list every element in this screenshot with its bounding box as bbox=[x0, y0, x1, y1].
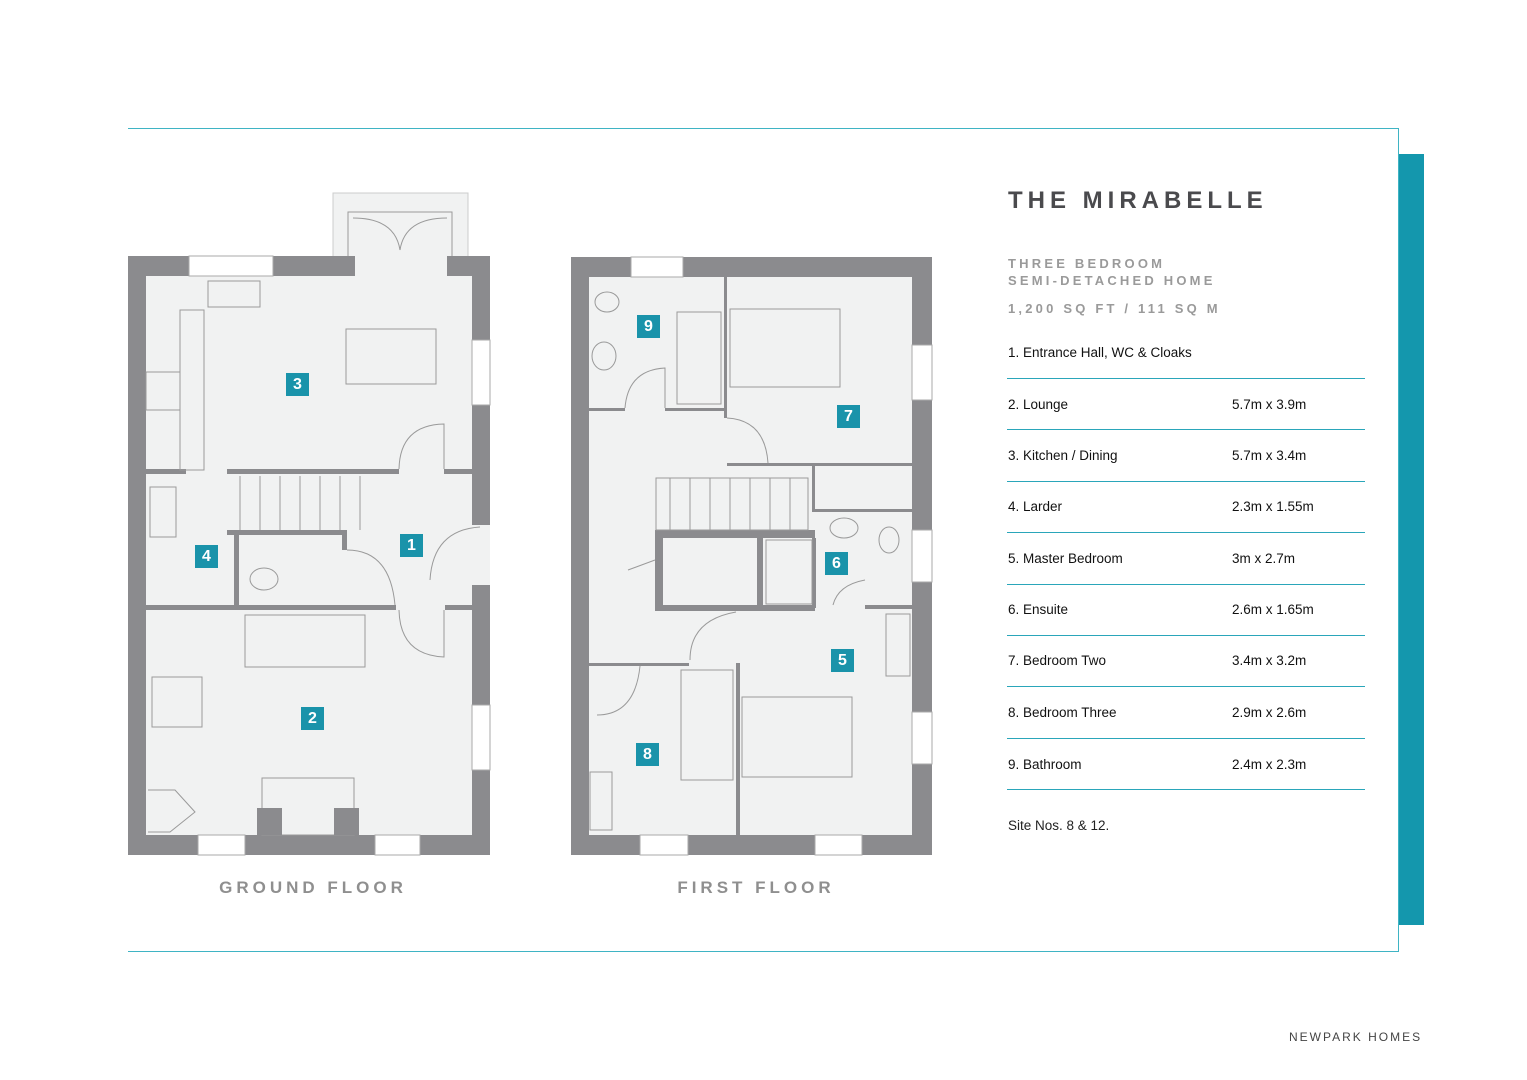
room-tag-6: 6 bbox=[825, 552, 848, 575]
room-row: 4. Larder 2.3m x 1.55m bbox=[1008, 499, 1365, 514]
brand-name: NEWPARK HOMES bbox=[1289, 1030, 1423, 1044]
frame-bottom-line bbox=[128, 951, 1399, 952]
room-row: 5. Master Bedroom 3m x 2.7m bbox=[1008, 551, 1365, 566]
room-label: 5. Master Bedroom bbox=[1008, 551, 1123, 566]
room-label: 4. Larder bbox=[1008, 499, 1063, 514]
divider bbox=[1007, 378, 1365, 379]
divider bbox=[1007, 789, 1365, 790]
room-row: 2. Lounge 5.7m x 3.9m bbox=[1008, 397, 1365, 412]
ground-floor-plan bbox=[128, 192, 491, 856]
room-row: 9. Bathroom 2.4m x 2.3m bbox=[1008, 757, 1365, 772]
room-tag-3: 3 bbox=[286, 373, 309, 396]
accent-bar bbox=[1399, 154, 1424, 925]
room-label: 7. Bedroom Two bbox=[1008, 653, 1107, 668]
room-tag-2: 2 bbox=[301, 707, 324, 730]
room-tag-5: 5 bbox=[831, 649, 854, 672]
divider bbox=[1007, 686, 1365, 687]
room-row: 6. Ensuite 2.6m x 1.65m bbox=[1008, 602, 1365, 617]
room-tag-8: 8 bbox=[636, 743, 659, 766]
first-floor-plan bbox=[571, 256, 933, 856]
divider bbox=[1007, 532, 1365, 533]
room-size: 2.9m x 2.6m bbox=[1232, 705, 1307, 720]
room-size: 2.3m x 1.55m bbox=[1232, 499, 1314, 514]
room-row: 1. Entrance Hall, WC & Cloaks bbox=[1008, 345, 1365, 360]
room-size: 5.7m x 3.9m bbox=[1232, 397, 1307, 412]
room-label: 9. Bathroom bbox=[1008, 757, 1082, 772]
room-row: 8. Bedroom Three 2.9m x 2.6m bbox=[1008, 705, 1365, 720]
subtitle-line1: THREE BEDROOM bbox=[1008, 256, 1166, 271]
room-tag-1: 1 bbox=[400, 534, 423, 557]
room-size: 2.6m x 1.65m bbox=[1232, 602, 1314, 617]
subtitle-line2: SEMI-DETACHED HOME bbox=[1008, 273, 1216, 288]
divider bbox=[1007, 635, 1365, 636]
page-title: THE MIRABELLE bbox=[1008, 187, 1268, 214]
frame-right-line bbox=[1398, 128, 1399, 952]
room-row: 3. Kitchen / Dining 5.7m x 3.4m bbox=[1008, 448, 1365, 463]
divider bbox=[1007, 481, 1365, 482]
room-label: 8. Bedroom Three bbox=[1008, 705, 1117, 720]
room-label: 1. Entrance Hall, WC & Cloaks bbox=[1008, 345, 1192, 360]
room-size: 3.4m x 3.2m bbox=[1232, 653, 1307, 668]
room-size: 3m x 2.7m bbox=[1232, 551, 1296, 566]
first-floor-label: FIRST FLOOR bbox=[677, 878, 835, 897]
room-tag-4: 4 bbox=[195, 545, 218, 568]
room-label: 6. Ensuite bbox=[1008, 602, 1069, 617]
room-tag-9: 9 bbox=[637, 315, 660, 338]
room-size: 2.4m x 2.3m bbox=[1232, 757, 1307, 772]
divider bbox=[1007, 429, 1365, 430]
ground-floor-label: GROUND FLOOR bbox=[219, 878, 407, 897]
frame-top-line bbox=[128, 128, 1399, 129]
floor-area: 1,200 SQ FT / 111 SQ M bbox=[1008, 301, 1221, 316]
divider bbox=[1007, 738, 1365, 739]
room-label: 3. Kitchen / Dining bbox=[1008, 448, 1118, 463]
site-numbers-note: Site Nos. 8 & 12. bbox=[1008, 818, 1110, 833]
room-size: 5.7m x 3.4m bbox=[1232, 448, 1307, 463]
room-label: 2. Lounge bbox=[1008, 397, 1069, 412]
room-tag-7: 7 bbox=[837, 405, 860, 428]
room-row: 7. Bedroom Two 3.4m x 3.2m bbox=[1008, 653, 1365, 668]
divider bbox=[1007, 584, 1365, 585]
